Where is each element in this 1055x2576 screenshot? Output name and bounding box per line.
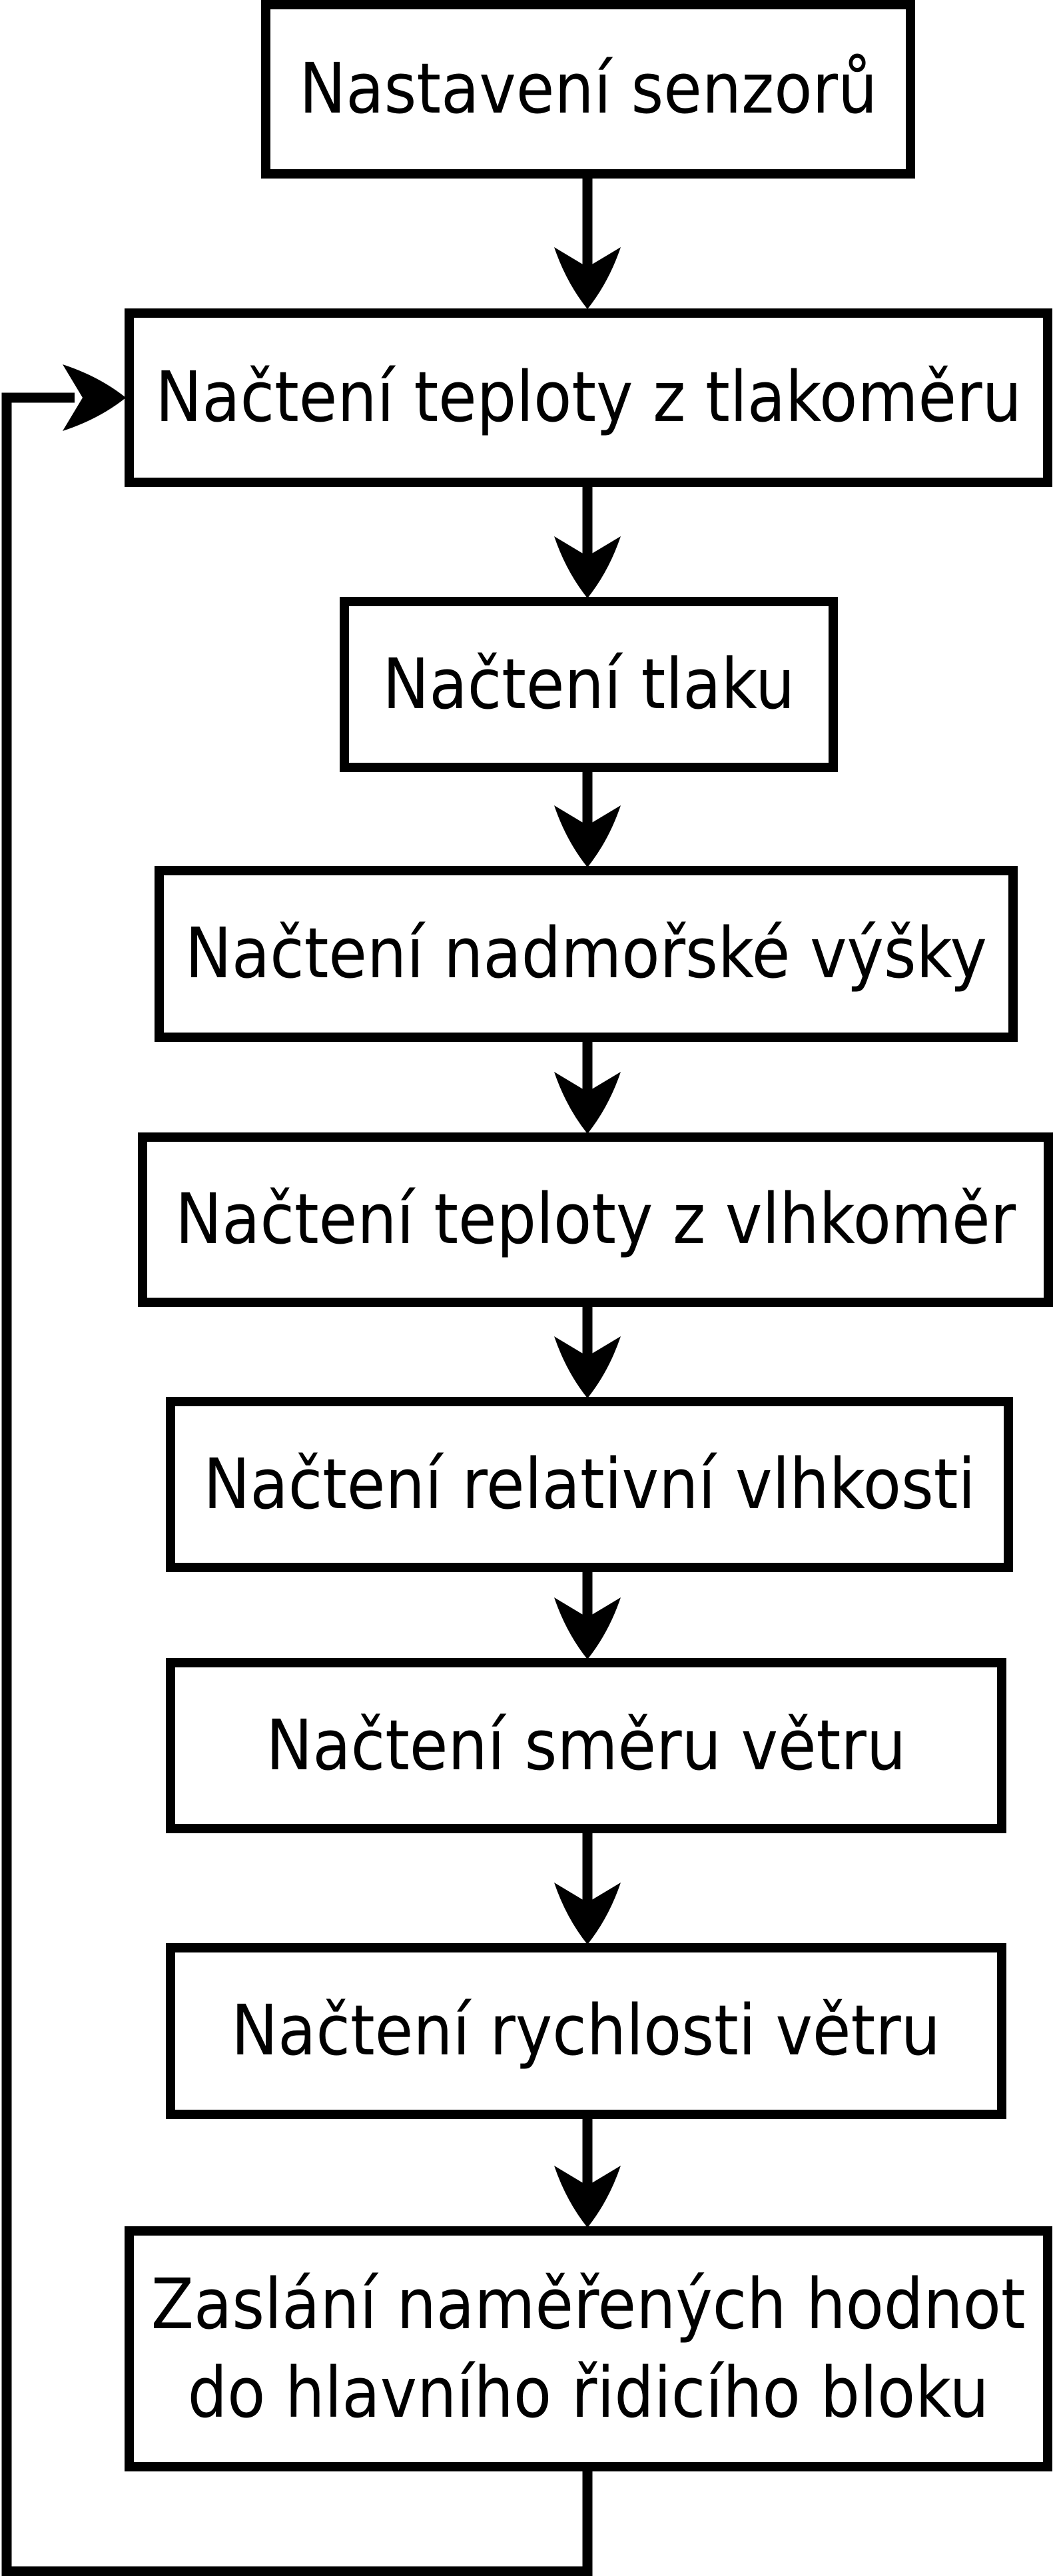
node-read-wind-direction-label: Načtení směru větru (266, 1704, 906, 1786)
node-send-values-line2: do hlavního řidicího bloku (187, 2352, 990, 2433)
node-read-relative-humidity: Načtení relativní vlhkosti (166, 1397, 1013, 1572)
node-sensor-setup: Nastavení senzorů (261, 0, 915, 179)
edge-pressure-to-altitude-arrowhead (554, 805, 621, 867)
node-send-values: Zaslání naměřených hodnot do hlavního ři… (125, 2226, 1052, 2471)
edge-winddir-to-windspeed-arrowhead (554, 1883, 621, 1944)
edge-hygrometer-to-humidity-arrowhead (554, 1336, 621, 1398)
node-read-temp-hygrometer-label: Načtení teploty z vlhkoměr (175, 1178, 1016, 1260)
edge-humidity-to-winddir-arrowhead (554, 1597, 621, 1659)
node-read-altitude: Načtení nadmořské výšky (155, 866, 1018, 1042)
edge-barometer-to-pressure-arrowhead (554, 536, 621, 598)
edge-loop-back-line (1, 392, 593, 2576)
node-read-relative-humidity-label: Načtení relativní vlhkosti (203, 1443, 976, 1525)
node-send-values-line1: Zaslání naměřených hodnot (151, 2263, 1026, 2345)
edge-loop-back-arrowhead (63, 364, 126, 431)
node-read-wind-speed: Načtení rychlosti větru (166, 1943, 1006, 2119)
node-read-temp-barometer: Načtení teploty z tlakoměru (125, 308, 1052, 487)
edge-altitude-to-hygrometer-arrowhead (554, 1072, 621, 1134)
edge-windspeed-to-send-arrowhead (554, 2166, 621, 2228)
edge-setup-to-barometer-arrowhead (554, 247, 621, 309)
node-read-pressure: Načtení tlaku (340, 597, 838, 772)
node-read-altitude-label: Načtení nadmořské výšky (184, 913, 988, 995)
node-read-temp-hygrometer: Načtení teploty z vlhkoměr (138, 1132, 1053, 1307)
node-sensor-setup-label: Nastavení senzorů (298, 48, 878, 130)
node-read-wind-speed-label: Načtení rychlosti větru (231, 1990, 941, 2072)
node-read-pressure-label: Načtení tlaku (382, 643, 795, 725)
node-read-temp-barometer-label: Načtení teploty z tlakoměru (155, 356, 1022, 438)
node-read-wind-direction: Načtení směru větru (166, 1658, 1006, 1833)
node-send-values-label: Zaslání naměřených hodnot do hlavního ři… (151, 2260, 1026, 2437)
